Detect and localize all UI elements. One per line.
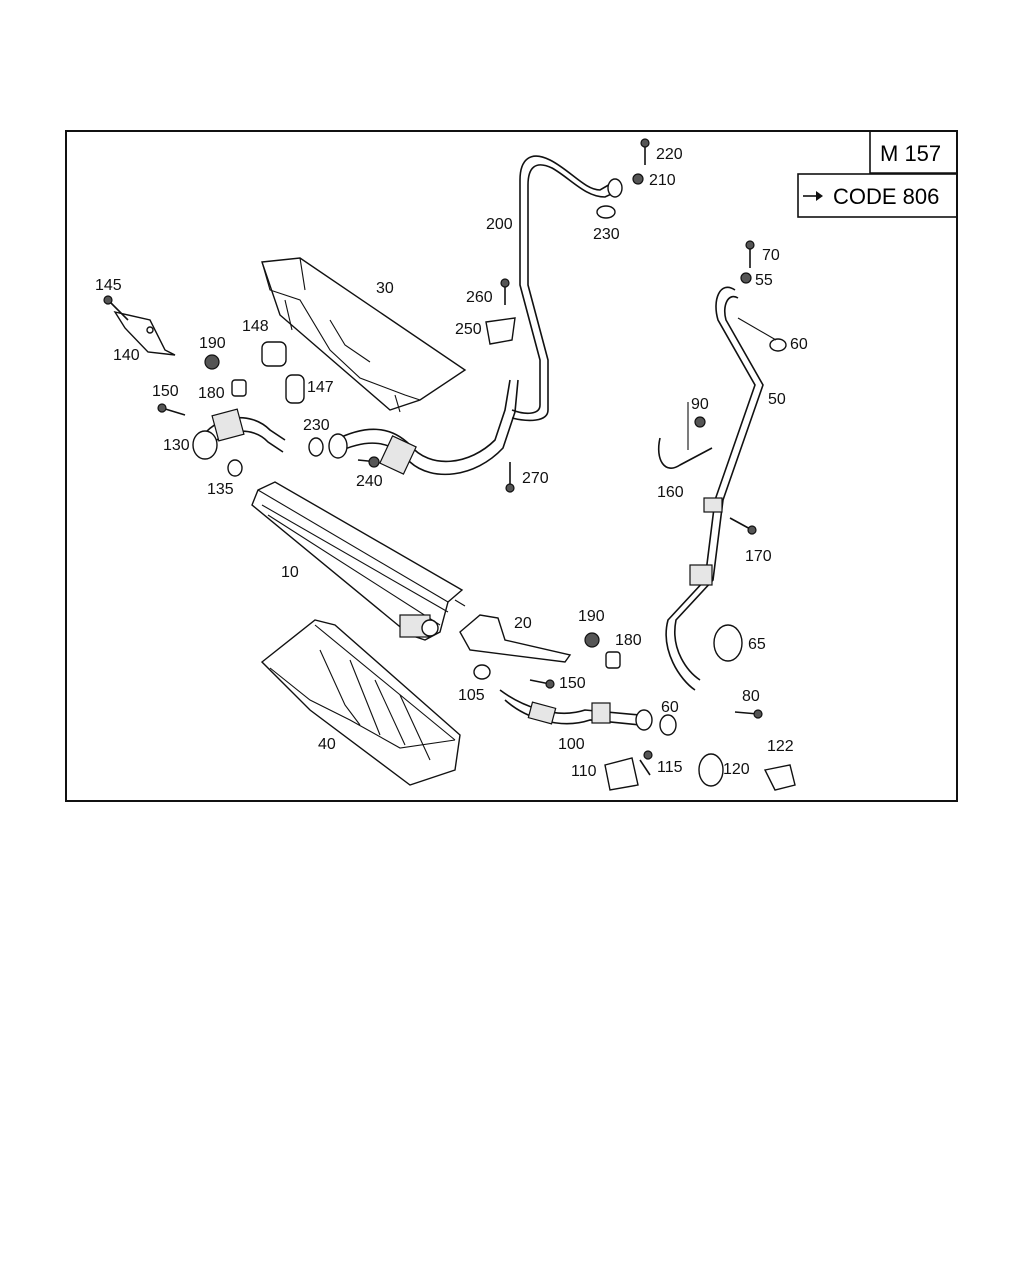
callout-65: 65 <box>748 636 766 653</box>
callout-122: 122 <box>767 738 794 755</box>
part-190-bolt-right <box>584 632 600 648</box>
callout-200: 200 <box>486 216 513 233</box>
part-110-bracket <box>604 757 639 791</box>
part-220-bolt <box>640 138 650 165</box>
part-60-seal-top <box>737 317 787 352</box>
callout-180-left: 180 <box>198 385 225 402</box>
callout-220: 220 <box>656 146 683 163</box>
part-80-bolt <box>734 709 763 719</box>
callout-105: 105 <box>458 687 485 704</box>
part-30-air-duct <box>261 257 467 413</box>
part-140-bracket <box>113 310 176 356</box>
callout-70: 70 <box>762 247 780 264</box>
part-115-bolt <box>639 750 653 776</box>
callout-230-left: 230 <box>303 417 330 434</box>
part-230-seal-left <box>308 437 324 457</box>
part-122-clamp <box>763 764 796 791</box>
callout-labels: 10 20 30 40 50 55 60 60 65 70 80 90 100 … <box>95 146 808 780</box>
part-20-bracket <box>459 614 572 663</box>
part-190-bolt-left <box>204 354 220 370</box>
part-150-bolt-left <box>157 403 186 416</box>
part-55-nut <box>740 272 752 284</box>
callout-135: 135 <box>207 481 234 498</box>
callout-210: 210 <box>649 172 676 189</box>
part-150-bolt-right <box>529 679 555 689</box>
callout-115: 115 <box>657 759 683 776</box>
callout-240: 240 <box>356 473 383 490</box>
part-240-bolt <box>357 456 380 468</box>
callout-190-right: 190 <box>578 608 605 625</box>
part-60-seal-bottom <box>659 714 677 736</box>
part-40-air-guide <box>260 619 461 786</box>
callout-190-left: 190 <box>199 335 226 352</box>
callout-260: 260 <box>466 289 493 306</box>
callout-80: 80 <box>742 688 760 705</box>
part-10-intercooler <box>251 481 466 641</box>
arrow-right-icon <box>816 191 823 201</box>
part-200-pipe <box>511 155 623 422</box>
code-box: CODE 806 <box>797 173 958 218</box>
code-label: CODE 806 <box>833 184 939 209</box>
callout-250: 250 <box>455 321 482 338</box>
callout-55: 55 <box>755 272 773 289</box>
part-260-bolt <box>500 278 510 305</box>
part-70-bolt <box>745 240 755 268</box>
callout-10: 10 <box>281 564 299 581</box>
part-160-bracket <box>658 402 713 469</box>
callout-270: 270 <box>522 470 549 487</box>
callout-180-right: 180 <box>615 632 642 649</box>
part-270-bolt <box>505 462 515 493</box>
callout-120: 120 <box>723 761 750 778</box>
callout-160: 160 <box>657 484 684 501</box>
part-145-bolt <box>103 295 129 321</box>
part-250-bracket <box>485 317 516 345</box>
part-100-pipe <box>499 689 653 731</box>
part-148-clamp <box>261 341 287 367</box>
part-210-nut <box>632 173 644 185</box>
part-65-clamp <box>713 624 743 662</box>
part-135-seal <box>227 459 243 477</box>
callout-230-top: 230 <box>593 226 620 243</box>
callout-30: 30 <box>376 280 394 297</box>
model-box: M 157 <box>869 131 957 174</box>
part-147-clamp <box>285 374 305 404</box>
callout-60-top: 60 <box>790 336 808 353</box>
callout-150-left: 150 <box>152 383 179 400</box>
diagram-frame <box>65 130 958 802</box>
model-label: M 157 <box>880 141 941 166</box>
callout-90: 90 <box>691 396 709 413</box>
callout-148: 148 <box>242 318 269 335</box>
callout-150-right: 150 <box>559 675 586 692</box>
part-50-pipe <box>665 286 764 691</box>
part-180-sleeve-right <box>605 651 621 669</box>
callout-140: 140 <box>113 347 140 364</box>
callout-60-bottom: 60 <box>661 699 679 716</box>
callout-100: 100 <box>558 736 585 753</box>
part-180-sleeve-left <box>231 379 247 397</box>
callout-50: 50 <box>768 391 786 408</box>
callout-40: 40 <box>318 736 336 753</box>
callout-145: 145 <box>95 277 122 294</box>
part-90-bolt <box>694 416 706 428</box>
part-230-seal-top <box>596 205 616 219</box>
callout-130: 130 <box>163 437 190 454</box>
callout-20: 20 <box>514 615 532 632</box>
part-120-clamp <box>698 753 724 787</box>
callout-170: 170 <box>745 548 772 565</box>
callout-110: 110 <box>571 763 597 780</box>
charge-hose-assembly <box>192 379 519 476</box>
part-105-seal <box>473 664 491 680</box>
callout-147: 147 <box>307 379 334 396</box>
part-170-bolt <box>729 517 757 535</box>
